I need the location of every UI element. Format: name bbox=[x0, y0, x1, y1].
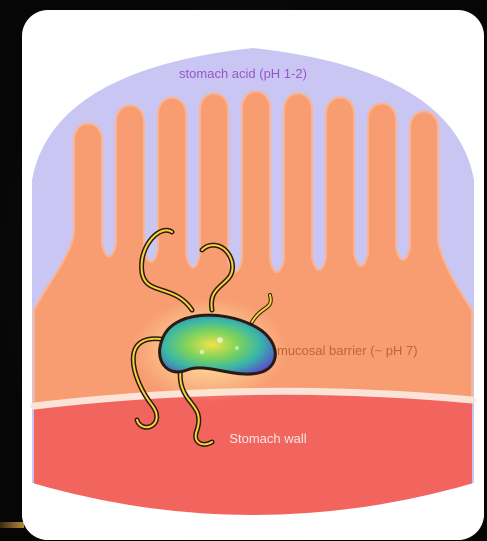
diagram-card: stomach acid (pH 1-2) mucosal barrier (~… bbox=[22, 10, 484, 540]
stomach-lining-diagram: stomach acid (pH 1-2) mucosal barrier (~… bbox=[22, 10, 484, 540]
slide-edge-accent bbox=[0, 522, 24, 528]
stomach-acid-label: stomach acid (pH 1-2) bbox=[179, 66, 307, 81]
mucosal-barrier-label: mucosal barrier (~ pH 7) bbox=[277, 343, 418, 358]
stomach-wall-label: Stomach wall bbox=[229, 431, 306, 446]
